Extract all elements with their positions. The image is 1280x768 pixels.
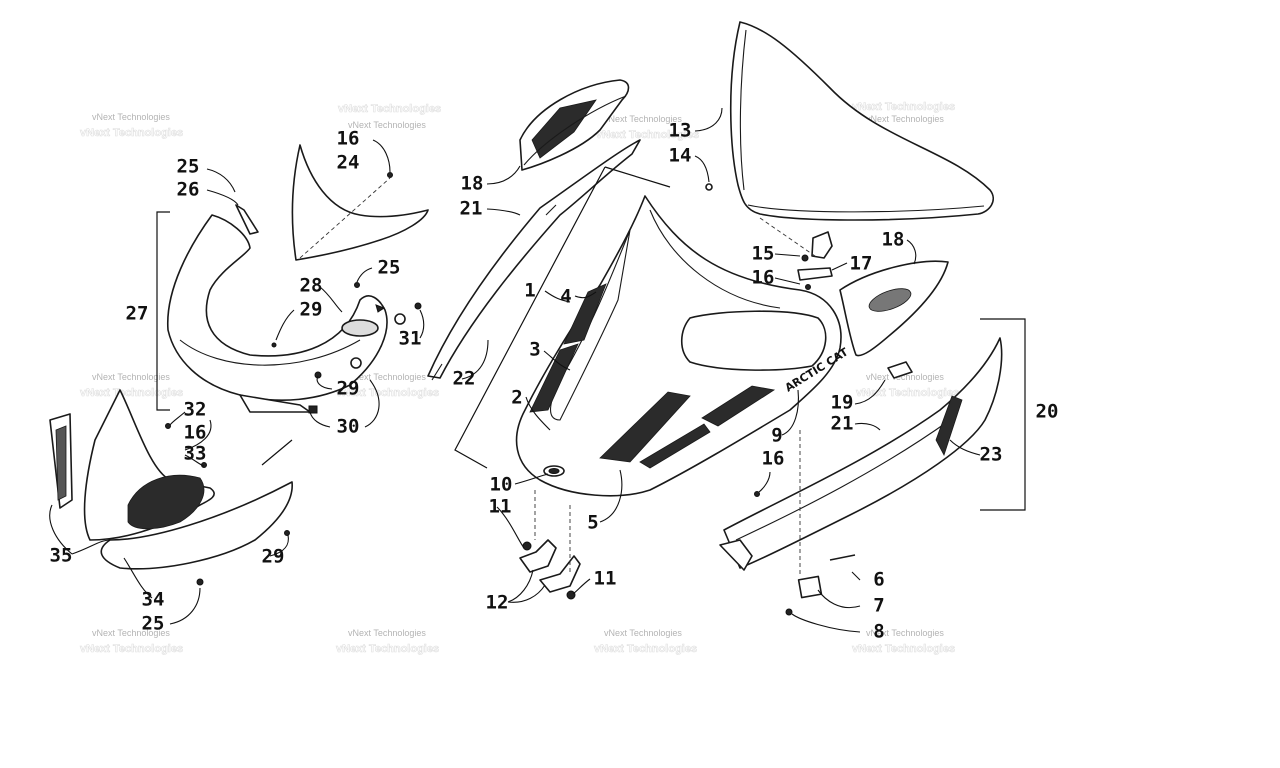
callout-25: 25 xyxy=(177,156,200,178)
callout-16: 16 xyxy=(337,128,360,150)
watermark: vNext Technologies xyxy=(80,387,183,399)
watermark: vNext Technologies xyxy=(852,101,955,113)
vent-panel-upper xyxy=(519,79,630,171)
callout-4: 4 xyxy=(560,286,571,308)
callout-26: 26 xyxy=(177,179,200,201)
watermark: vNext Technologies xyxy=(80,643,183,655)
upper-left-panel xyxy=(291,144,429,261)
bracket-hardware xyxy=(785,361,913,616)
callout-34: 34 xyxy=(142,589,165,611)
callout-29: 29 xyxy=(300,299,323,321)
watermark: vNext Technologies xyxy=(336,387,439,399)
callout-8: 8 xyxy=(873,621,884,643)
windshield xyxy=(729,21,994,221)
watermark: vNext Technologies xyxy=(604,114,682,124)
callout-22: 22 xyxy=(453,368,476,390)
watermark: vNext Technologies xyxy=(348,628,426,638)
callout-23: 23 xyxy=(980,444,1003,466)
mount-brackets xyxy=(519,490,581,600)
callout-25: 25 xyxy=(142,613,165,635)
callout-16: 16 xyxy=(752,267,775,289)
callout-1: 1 xyxy=(524,280,535,302)
watermark: vNext Technologies xyxy=(866,114,944,124)
callout-30: 30 xyxy=(337,416,360,438)
side-trim-strip xyxy=(427,139,641,381)
callout-20: 20 xyxy=(1036,401,1059,423)
callout-19: 19 xyxy=(831,392,854,414)
callout-11: 11 xyxy=(489,496,512,518)
watermark: vNext Technologies xyxy=(336,643,439,655)
callout-21: 21 xyxy=(831,413,854,435)
callout-11: 11 xyxy=(594,568,617,590)
callout-14: 14 xyxy=(669,145,692,167)
callout-18: 18 xyxy=(461,173,484,195)
callout-35: 35 xyxy=(50,545,73,567)
callout-9: 9 xyxy=(771,425,782,447)
lower-nose-pan xyxy=(49,389,293,570)
callout-17: 17 xyxy=(850,253,873,275)
watermark: vNext Technologies xyxy=(866,372,944,382)
watermark: vNext Technologies xyxy=(80,127,183,139)
watermark: vNext Technologies xyxy=(338,103,441,115)
callout-10: 10 xyxy=(490,474,513,496)
callouts: 1 2 3 4 5 6 7 8 9 10 11 11 12 13 14 15 1… xyxy=(50,120,1059,643)
watermark: vNext Technologies xyxy=(348,372,426,382)
callout-27: 27 xyxy=(126,303,149,325)
callout-24: 24 xyxy=(337,152,360,174)
callout-21: 21 xyxy=(460,198,483,220)
callout-13: 13 xyxy=(669,120,692,142)
callout-15: 15 xyxy=(752,243,775,265)
callout-12: 12 xyxy=(486,592,509,614)
callout-16: 16 xyxy=(762,448,785,470)
callout-2: 2 xyxy=(511,387,522,409)
leader-lines xyxy=(49,107,981,633)
watermark: vNext Technologies xyxy=(92,372,170,382)
watermark: vNext Technologies xyxy=(596,129,699,141)
watermark: vNext Technologies xyxy=(92,628,170,638)
windshield-hardware xyxy=(705,183,833,290)
callout-33: 33 xyxy=(184,443,207,465)
watermark: vNext Technologies xyxy=(852,643,955,655)
callout-16: 16 xyxy=(184,422,207,444)
side-panel-right xyxy=(719,318,1026,571)
watermark: vNext Technologies xyxy=(594,643,697,655)
callout-29: 29 xyxy=(262,546,285,568)
callout-7: 7 xyxy=(873,595,884,617)
callout-5: 5 xyxy=(587,512,598,534)
callout-29: 29 xyxy=(337,378,360,400)
watermark: vNext Technologies xyxy=(92,112,170,122)
callout-32: 32 xyxy=(184,399,207,421)
watermark: vNext Technologies xyxy=(856,387,959,399)
callout-25: 25 xyxy=(378,257,401,279)
watermark: vNext Technologies xyxy=(604,628,682,638)
callout-6: 6 xyxy=(873,569,884,591)
callout-3: 3 xyxy=(529,339,540,361)
belly-pan xyxy=(156,211,388,413)
watermark: vNext Technologies xyxy=(866,628,944,638)
vent-panel-right xyxy=(839,260,949,357)
callout-31: 31 xyxy=(399,328,422,350)
callout-28: 28 xyxy=(300,275,323,297)
callout-18: 18 xyxy=(882,229,905,251)
watermark: vNext Technologies xyxy=(348,120,426,130)
